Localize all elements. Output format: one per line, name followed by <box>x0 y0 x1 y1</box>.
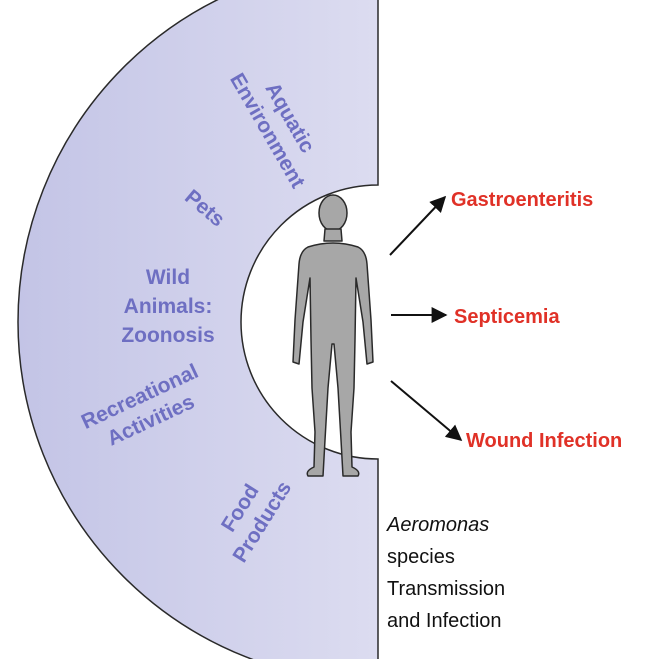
arrow-to-wound-infection <box>391 381 461 440</box>
outcome-gastroenteritis: Gastroenteritis <box>451 189 593 211</box>
caption-species: species <box>387 546 455 568</box>
caption-genus: Aeromonas <box>386 514 489 536</box>
arrow-to-gastroenteritis <box>390 197 445 255</box>
svg-text:Wild: Wild <box>146 266 190 289</box>
outcome-wound-infection: Wound Infection <box>466 430 622 452</box>
svg-text:Zoonosis: Zoonosis <box>121 324 214 347</box>
outcome-septicemia: Septicemia <box>454 306 560 328</box>
caption: Aeromonas species Transmission and Infec… <box>386 514 505 632</box>
svg-text:Animals:: Animals: <box>124 295 213 318</box>
caption-and-infection: and Infection <box>387 610 502 632</box>
caption-transmission: Transmission <box>387 578 505 600</box>
human-figure <box>293 195 373 476</box>
